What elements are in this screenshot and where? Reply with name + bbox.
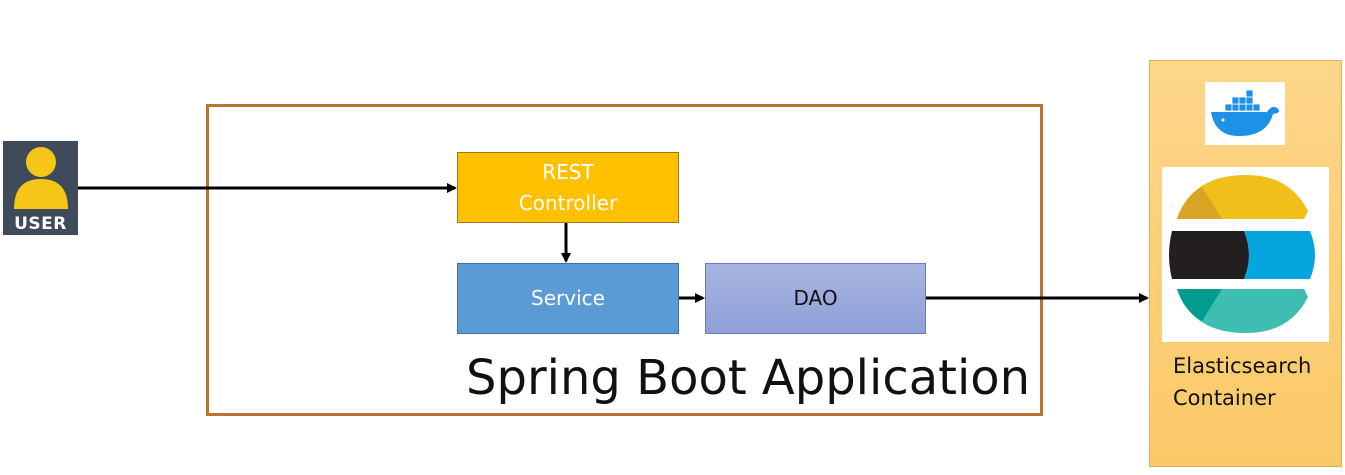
docker-icon-panel [1205,82,1285,145]
elasticsearch-logo-panel [1162,167,1329,342]
user-icon-box [3,141,78,235]
elasticsearch-logo-icon [1169,175,1315,333]
rest-controller-label-line2: Controller [518,190,618,215]
docker-whale-icon [1211,89,1279,136]
dao-box[interactable]: DAO [705,263,926,334]
rest-controller-box[interactable]: REST Controller [457,152,679,223]
dao-label: DAO [793,286,838,310]
service-box[interactable]: Service [457,263,679,334]
elasticsearch-label-line2: Container [1173,386,1276,410]
spring-boot-application-frame [206,104,1043,416]
elasticsearch-label-line1: Elasticsearch [1173,354,1312,378]
elasticsearch-container-label: Elasticsearch Container [1173,350,1333,420]
user-icon [14,147,68,209]
rest-controller-label-line1: REST [542,159,594,184]
spring-boot-application-title: Spring Boot Application [466,350,1031,406]
service-label: Service [531,286,605,310]
user-label: USER [14,214,67,234]
